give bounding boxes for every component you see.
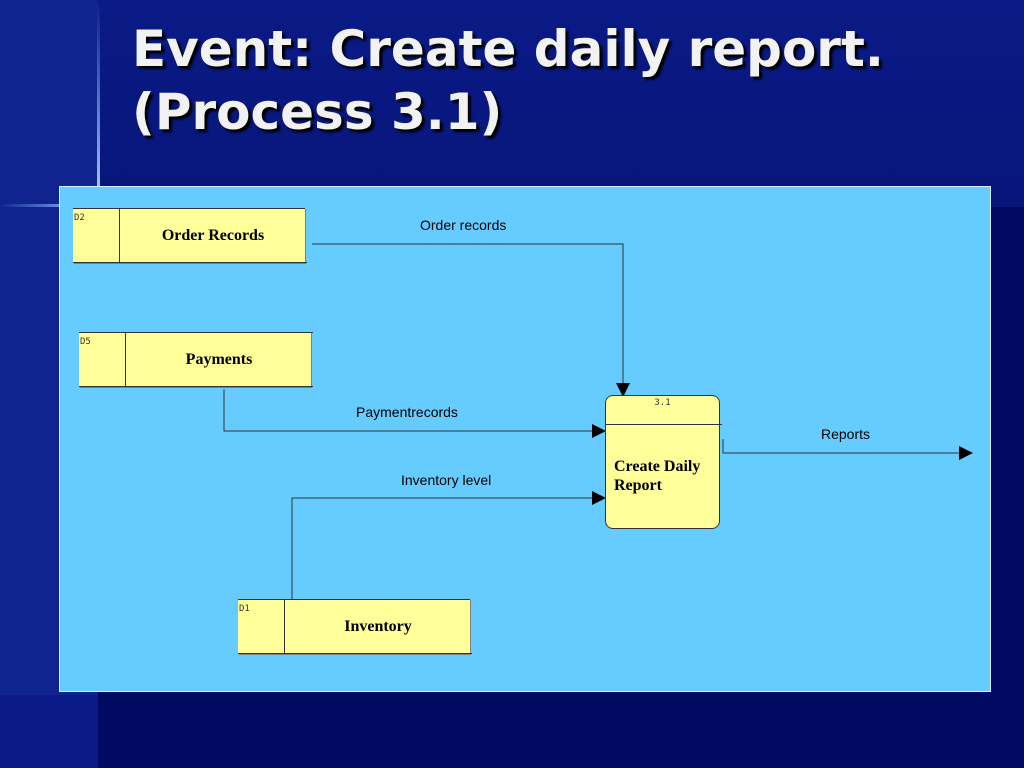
slide-title-line-2: (Process 3.1) (132, 83, 503, 141)
data-store-payments[interactable]: D5 Payments (79, 332, 313, 387)
process-name-line-1: Create Daily (614, 458, 701, 475)
background-left-strip-bottom (0, 695, 98, 768)
flow-label-inventory-level: Inventory level (401, 472, 492, 488)
slide-title: Event: Create daily report. (Process 3.1… (132, 18, 1012, 144)
process-name: Create Daily Report (614, 457, 718, 495)
store-id: D2 (73, 208, 120, 263)
store-id: D1 (238, 599, 285, 654)
data-store-inventory[interactable]: D1 Inventory (238, 599, 472, 654)
slide-title-line-1: Event: Create daily report. (132, 20, 884, 78)
store-name: Inventory (344, 617, 412, 635)
store-top-line (73, 208, 305, 209)
process-divider (606, 424, 722, 425)
store-bottom-line (79, 386, 313, 387)
store-name: Order Records (161, 226, 265, 244)
store-bottom-line (238, 653, 472, 654)
background-top-band (0, 0, 1024, 207)
flow-label-payment-records: Paymentrecords (356, 404, 458, 420)
store-top-line (238, 599, 470, 600)
store-bottom-line (73, 262, 307, 263)
data-store-order-records[interactable]: D2 Order Records (73, 208, 307, 263)
flow-label-order-records: Order records (420, 217, 507, 233)
store-name: Payments (185, 350, 253, 368)
data-flow-diagram: D2 Order Records D5 Payments D1 Inventor… (59, 186, 991, 692)
store-id: D5 (79, 332, 126, 387)
decorative-glow-vertical (97, 0, 100, 205)
flow-lines (223, 243, 973, 600)
flow-line-payment-records (223, 389, 606, 438)
flow-line-order-records (312, 243, 630, 397)
process-name-line-2: Report (614, 477, 662, 494)
process-create-daily-report[interactable]: 3.1 Create Daily Report (605, 395, 722, 529)
store-top-line (79, 332, 313, 333)
flow-label-reports: Reports (821, 426, 871, 442)
decorative-glow-horizontal (0, 204, 98, 207)
process-id: 3.1 (654, 398, 671, 408)
flow-line-reports (722, 439, 973, 460)
flow-line-inventory-level (291, 491, 606, 600)
